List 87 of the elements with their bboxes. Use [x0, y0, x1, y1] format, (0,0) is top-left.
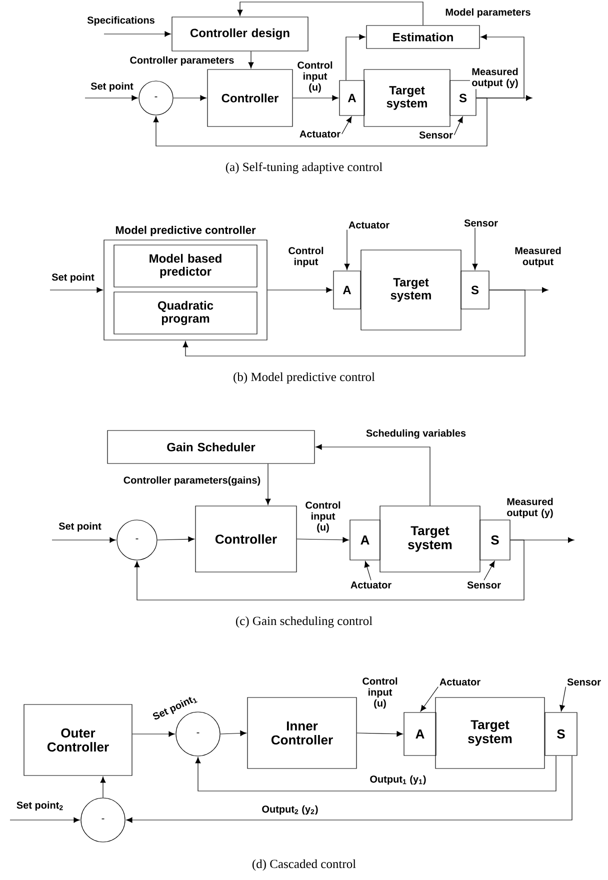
arrow [248, 51, 254, 68]
arrow [157, 536, 194, 542]
block-box: Controller [195, 506, 297, 572]
block-box: Target system [435, 697, 545, 769]
arrow [100, 776, 106, 798]
summing-junction: - [80, 798, 126, 842]
leader-line [420, 686, 438, 712]
leader-line [560, 686, 566, 712]
component-label: Sensor [464, 219, 498, 227]
component-label: Sensor [567, 678, 601, 686]
edge-label: Controller parameters [128, 55, 236, 67]
block-box: Controller [207, 69, 293, 127]
block-box: Outer Controller [24, 704, 132, 776]
edge-label: Controller parameters(gains) [122, 475, 262, 487]
arrow [195, 756, 556, 792]
summing-junction: - [176, 712, 220, 756]
arrow [265, 464, 271, 505]
subfigure-caption: (a) Self-tuning adaptive control [226, 162, 382, 174]
edge-label: Control input (u) [302, 500, 344, 534]
edge-label: Model parameters [444, 7, 532, 19]
leader-line [344, 229, 350, 270]
block-box: A [333, 270, 361, 310]
block-box: Model based predictor [114, 244, 258, 288]
component-label: Actuator [350, 582, 392, 588]
block-box: A [339, 80, 365, 116]
arrow [267, 287, 332, 293]
arrow [356, 731, 403, 737]
block-box: S [480, 520, 510, 560]
arrow [237, 2, 424, 26]
arrow [220, 730, 246, 736]
block-box: Estimation [366, 25, 480, 49]
arrow [173, 95, 206, 101]
subfigure-caption: (c) Gain scheduling control [236, 616, 372, 628]
edge-label: Control input [285, 246, 327, 268]
leader-line [472, 228, 478, 270]
arrow [84, 95, 138, 101]
edge-label: Set point [50, 272, 96, 284]
block-box: Gain Scheduler [107, 430, 315, 464]
arrow [134, 540, 524, 600]
edge-label: Control input (u) [359, 676, 401, 710]
arrow [182, 290, 526, 356]
component-label: Sensor [419, 131, 453, 139]
block-box: Controller design [172, 16, 308, 52]
arrow [104, 31, 171, 37]
subfigure-caption: (b) Model predictive control [234, 372, 375, 384]
edge-label: Measured output (y) [470, 66, 520, 90]
block-box: Quadratic program [114, 292, 258, 334]
block-box: Target system [364, 69, 450, 127]
arrow [132, 731, 175, 737]
edge-label: Specifications [86, 15, 156, 27]
leader-line [342, 116, 352, 134]
edge-label: Scheduling variables [365, 428, 468, 440]
edge-label: Set point [58, 521, 102, 533]
arrow [126, 756, 572, 823]
edge-label: Control input (u) [294, 60, 336, 94]
block-box: S [544, 712, 578, 756]
block-box: Target system [360, 250, 462, 330]
edge-label: Measured output (y) [502, 496, 558, 520]
node-label: Model predictive controller [116, 226, 256, 236]
block-box: A [404, 712, 436, 756]
summing-junction: - [138, 80, 174, 116]
block-box: S [460, 270, 490, 310]
summing-junction: - [116, 520, 158, 560]
edge-label: Output$_{1}$ (y$_{1}$) [368, 774, 428, 786]
arrow [52, 537, 116, 543]
subfigure-caption: (d) Cascaded control [252, 859, 356, 871]
arrow [10, 817, 80, 823]
block-box: Inner Controller [247, 697, 357, 769]
arrow [292, 95, 338, 101]
leader-line [454, 116, 463, 136]
arrow [50, 287, 103, 293]
arrow [296, 537, 349, 543]
component-label: Actuator [348, 222, 390, 228]
arrow [346, 34, 366, 80]
component-label: Actuator [300, 130, 340, 138]
block-box: Target system [380, 506, 480, 572]
component-label: Actuator [440, 678, 480, 686]
leader-line [484, 560, 495, 580]
arrow [316, 444, 430, 506]
edge-label: Set point$_{2}$ [15, 800, 65, 812]
leader-line [364, 561, 372, 581]
component-label: Sensor [467, 581, 501, 589]
edge-label: Output$_{2}$ (y$_{2}$) [260, 804, 320, 816]
arrow [153, 98, 488, 146]
block-box: A [350, 520, 380, 560]
edge-label: Set point [90, 81, 134, 93]
edge-label: Measured output [510, 246, 566, 268]
